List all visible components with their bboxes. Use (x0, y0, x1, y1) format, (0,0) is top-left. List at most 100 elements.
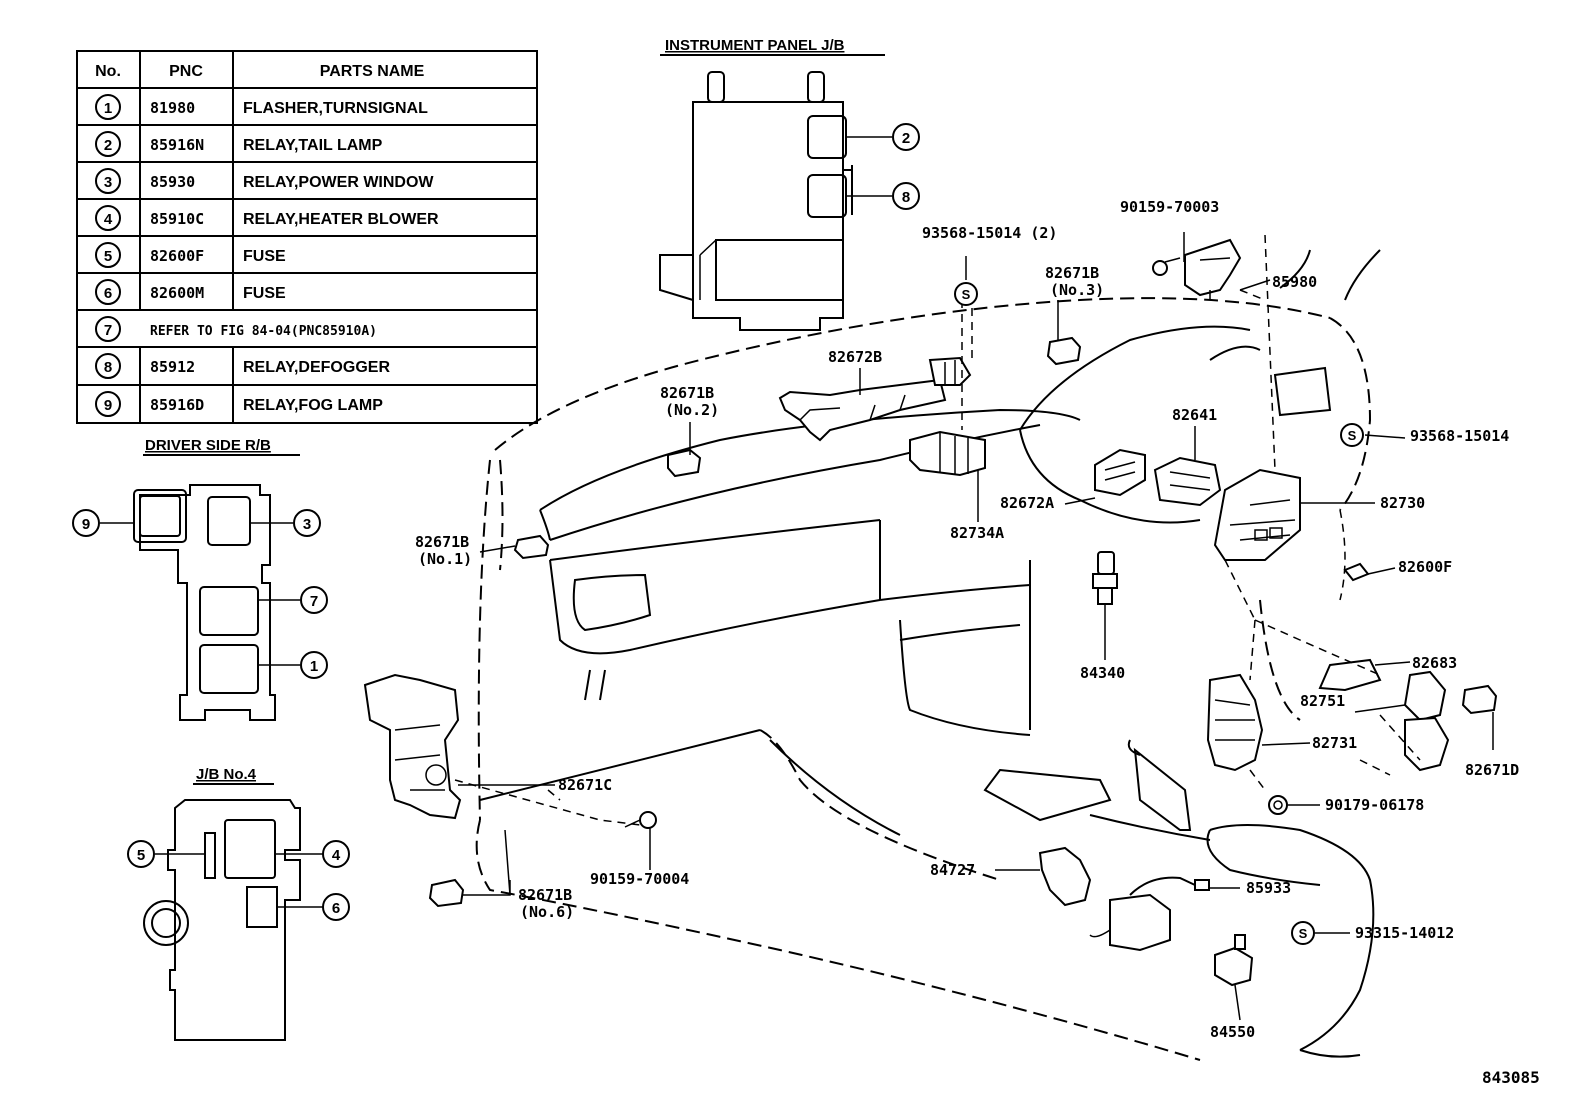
table-row-pnc: 85930 (150, 173, 195, 191)
rb-outline (139, 484, 276, 721)
callout-84340: 84340 (1080, 664, 1125, 682)
part-82672a-connector (1094, 448, 1146, 497)
instrument-panel-jb-title: INSTRUMENT PANEL J/B (665, 37, 845, 54)
callout-90159-70004: 90159-70004 (590, 870, 689, 888)
part-90179-06178-nut (1268, 795, 1288, 815)
part-82672b-bracket (778, 356, 972, 442)
callout-82641: 82641 (1172, 406, 1217, 424)
table-row-no: 8 (104, 359, 112, 376)
callout-82751: 82751 (1300, 692, 1345, 710)
table-header-parts-name: PARTS NAME (320, 63, 425, 80)
part-82671c-rb-bracket (363, 673, 462, 820)
table-row-name: RELAY,DEFOGGER (243, 359, 390, 376)
part-82734a-block (909, 430, 986, 477)
table-row-pnc: 85910C (150, 210, 204, 228)
part-82751-relay-block (1403, 670, 1450, 772)
callout-84727: 84727 (930, 861, 975, 879)
table-row-no: 4 (104, 211, 113, 228)
callout-no2: (No.2) (665, 401, 719, 419)
callout-84550: 84550 (1210, 1023, 1255, 1041)
table-row-pnc: 85916N (150, 136, 204, 154)
part-85980-bracket (1152, 238, 1242, 300)
s-mark-icon (1291, 921, 1315, 945)
dashboard-outline (475, 249, 1381, 1061)
callout-93568-15014: 93568-15014 (1410, 427, 1509, 445)
table-row-name: RELAY,FOG LAMP (243, 397, 383, 414)
table-header-pnc: PNC (169, 63, 203, 80)
callout-no6: (No.6) (520, 903, 574, 921)
table-row-name: REFER TO FIG 84-04(PNC85910A) (150, 324, 377, 339)
driver-side-rb: DRIVER SIDE R/B 9 3 7 1 (72, 437, 328, 721)
s-mark-icon (954, 282, 978, 306)
callout-93315-14012: 93315-14012 (1355, 924, 1454, 942)
callout-leaders (458, 232, 1494, 1021)
s-mark-label: S (1299, 926, 1308, 941)
part-82671b-no3-connector (1046, 336, 1082, 366)
callout-93568-15014-2: 93568-15014 (2) (922, 224, 1057, 242)
figure-number: 843085 (1482, 1068, 1540, 1087)
table-row-no: 6 (104, 285, 112, 302)
callout-82683: 82683 (1412, 654, 1457, 672)
table-row-pnc: 82600M (150, 284, 204, 302)
table-row-no: 5 (104, 248, 112, 265)
part-82671b-no1-connector (513, 534, 550, 560)
table-row-name: RELAY,POWER WINDOW (243, 174, 434, 191)
part-82671d-connector (1461, 684, 1498, 715)
jb4-outline (167, 799, 301, 1041)
table-row-name: FUSE (243, 248, 286, 265)
callout-82600f: 82600F (1398, 558, 1452, 576)
callout-82672b: 82672B (828, 348, 882, 366)
table-row-pnc: 85916D (150, 396, 204, 414)
callout-labels: 93568-15014 (2) 90159-70003 85980 82671B… (415, 198, 1540, 1087)
s-mark-label: S (962, 287, 971, 302)
table-row-pnc: 85912 (150, 358, 195, 376)
part-84727-switch (1038, 846, 1092, 907)
part-82730-block (1213, 468, 1301, 561)
callout-82672a: 82672A (1000, 494, 1054, 512)
callout-82671b-no3: 82671B (1045, 264, 1099, 282)
table-row-name: FLASHER,TURNSIGNAL (243, 100, 428, 117)
callout-82730: 82730 (1380, 494, 1425, 512)
callout-82671b-no6: 82671B (518, 886, 572, 904)
jb-no4: J/B No.4 5 4 6 (127, 766, 350, 1041)
callout-no1: (No.1) (418, 550, 472, 568)
table-row-name: RELAY,TAIL LAMP (243, 137, 383, 154)
parts-table: No. PNC PARTS NAME 1 81980 FLASHER,TURNS… (76, 50, 538, 424)
table-row-no: 2 (104, 137, 112, 154)
table-row-no: 7 (104, 322, 112, 339)
callout-82671d: 82671D (1465, 761, 1519, 779)
part-82671b-no6-connector (428, 878, 465, 908)
callout-85933: 85933 (1246, 879, 1291, 897)
s-mark-icon (1340, 423, 1364, 447)
callout-no-6: 6 (332, 900, 340, 917)
callout-no-2: 2 (902, 130, 910, 147)
callout-82731: 82731 (1312, 734, 1357, 752)
part-85933-connector-harness (1089, 876, 1210, 952)
table-row-no: 9 (104, 397, 112, 414)
callout-no-7: 7 (310, 593, 318, 610)
jb-no4-title: J/B No.4 (196, 766, 257, 783)
table-row-pnc: 82600F (150, 247, 204, 265)
table-row-name: RELAY,HEATER BLOWER (243, 211, 439, 228)
callout-no3: (No.3) (1050, 281, 1104, 299)
callout-no-4: 4 (332, 847, 341, 864)
callout-no-1: 1 (310, 658, 318, 675)
part-82683-cover (1318, 658, 1382, 692)
callout-no-5: 5 (137, 847, 145, 864)
part-82671b-no2-connector (667, 448, 702, 478)
callout-90179-06178: 90179-06178 (1325, 796, 1424, 814)
callout-82671b-no1: 82671B (415, 533, 469, 551)
table-row-no: 3 (104, 174, 112, 191)
callout-90159-70003: 90159-70003 (1120, 198, 1219, 216)
part-84550-switch (1214, 934, 1254, 987)
callout-82671b-no2: 82671B (660, 384, 714, 402)
table-row-pnc: 81980 (150, 99, 195, 117)
driver-side-rb-title: DRIVER SIDE R/B (145, 437, 271, 454)
callout-no-9: 9 (82, 516, 90, 533)
callout-no-3: 3 (303, 516, 311, 533)
s-mark-label: S (1348, 428, 1357, 443)
callout-82734a: 82734A (950, 524, 1004, 542)
part-84340-switch (1092, 551, 1118, 605)
table-row-no: 1 (104, 100, 112, 117)
